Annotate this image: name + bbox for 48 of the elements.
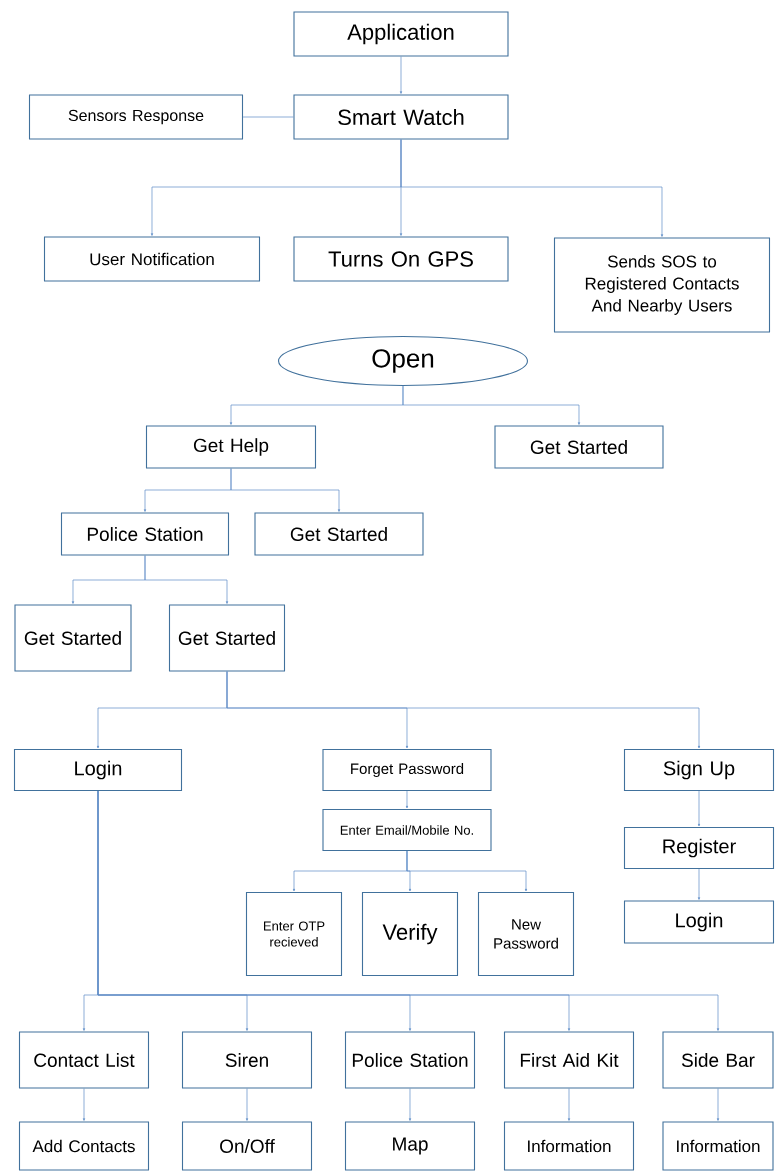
arrow (97, 790, 720, 1031)
arrow (567, 1088, 571, 1121)
process-box: Sign Up (623, 748, 775, 792)
arrow (399, 56, 403, 94)
process-box: Sends SOS to Registered Contacts And Nearby Users (553, 237, 771, 333)
arrow (716, 1088, 720, 1121)
process-box: Side Bar (662, 1031, 774, 1089)
process-box: Enter Email/Mobile No. (322, 808, 492, 852)
process-box: Get Started (254, 512, 424, 556)
arrow (697, 868, 701, 900)
process-box: Information (662, 1121, 774, 1171)
process-box: Login (13, 748, 183, 792)
process-box: On/Off (181, 1121, 313, 1171)
process-box: Map (344, 1121, 476, 1171)
process-box: Police Station (344, 1031, 476, 1089)
arrow (144, 555, 229, 604)
process-box: First Aid Kit (503, 1031, 635, 1089)
process-box: Get Started (494, 425, 664, 469)
process-box: Enter OTP recieved (245, 891, 343, 977)
arrow (400, 139, 664, 237)
arrow (230, 468, 341, 512)
arrow (408, 1088, 412, 1121)
process-box: Verify (361, 891, 459, 977)
arrow (226, 671, 701, 749)
arrow (402, 385, 581, 425)
arrow (697, 790, 701, 827)
process-box: Siren (181, 1031, 313, 1089)
process-box: Register (623, 826, 775, 870)
process-box: Turns On GPS (293, 236, 509, 282)
process-box: Information (503, 1121, 635, 1171)
process-box: Get Started (14, 604, 132, 672)
process-box: New Password (477, 891, 575, 977)
arrow (405, 790, 409, 809)
arrow (245, 1088, 249, 1121)
oval-node: Open (278, 335, 528, 387)
process-box: Forget Password (322, 748, 492, 792)
process-box: Smart Watch (293, 94, 509, 140)
process-box: Police Station (60, 512, 230, 556)
arrow (82, 1088, 86, 1121)
process-box: Login (623, 900, 775, 944)
process-box: Contact List (18, 1031, 150, 1089)
process-box: Get Help (145, 425, 317, 469)
process-box: Application (293, 11, 509, 57)
process-box: Sensors Response (28, 94, 244, 140)
arrow (406, 850, 528, 892)
process-box: Get Started (168, 604, 286, 672)
process-box: User Notification (43, 236, 261, 282)
process-box: Add Contacts (18, 1121, 150, 1171)
